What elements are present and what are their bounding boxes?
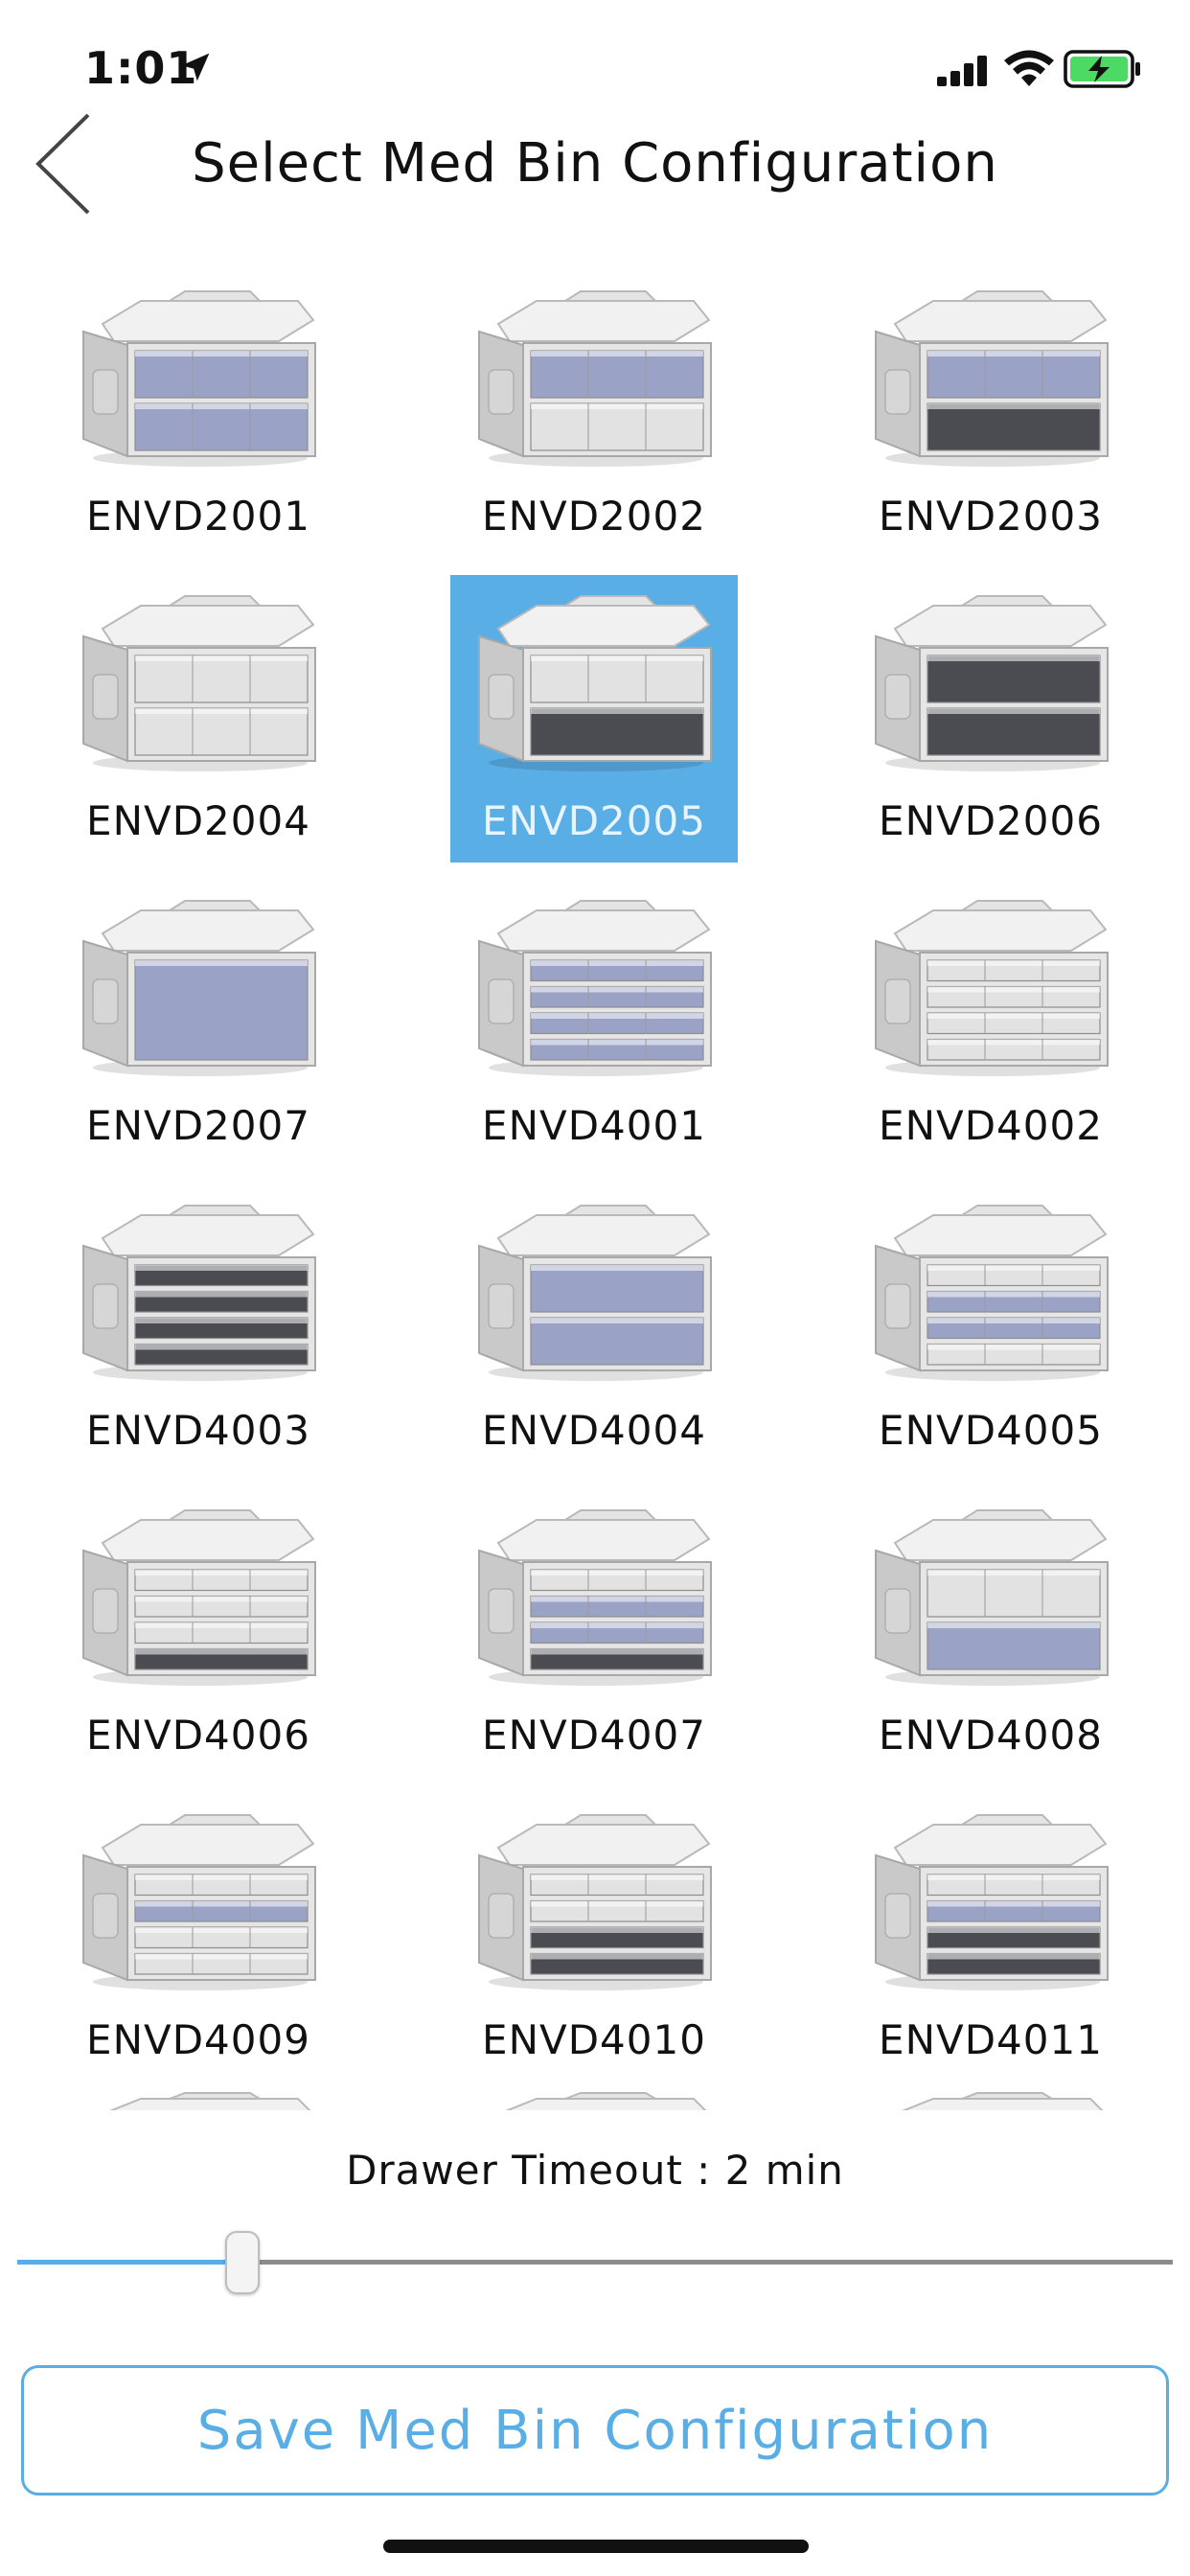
med-bin-image [875, 595, 1109, 771]
med-bin-image [82, 900, 316, 1076]
bin-option-label: ENVD2002 [482, 493, 706, 540]
bin-option-label: ENVD4007 [482, 1712, 706, 1759]
bin-option-label: ENVD4003 [86, 1407, 310, 1454]
med-bin-image [478, 290, 712, 467]
bin-option-label: ENVD4008 [879, 1712, 1103, 1759]
med-bin-image [478, 1509, 712, 1686]
med-bin-image [82, 290, 316, 467]
bin-option-envd2005[interactable]: ENVD2005 [450, 575, 738, 862]
med-bin-image [82, 1205, 316, 1381]
drawer-timeout-slider[interactable] [17, 2223, 1173, 2300]
bin-option-envd4007[interactable]: ENVD4007 [450, 1489, 738, 1777]
bin-option-envd4003[interactable]: ENVD4003 [55, 1184, 342, 1472]
bin-option-envd2003[interactable]: ENVD2003 [847, 270, 1134, 558]
bin-option-label: ENVD4002 [879, 1102, 1103, 1149]
bin-option-label: ENVD2001 [86, 493, 310, 540]
partial-next-row [0, 2091, 1190, 2110]
bin-option-envd4005[interactable]: ENVD4005 [847, 1184, 1134, 1472]
med-bin-image [82, 1509, 316, 1686]
page-title: Select Med Bin Configuration [192, 132, 998, 195]
med-bin-image-partial [902, 2092, 1104, 2110]
slider-track-filled [17, 2260, 243, 2265]
bin-option-label: ENVD4006 [86, 1712, 310, 1759]
location-arrow-icon [181, 53, 210, 81]
battery-charging-icon [1064, 50, 1140, 88]
bin-option-envd4009[interactable]: ENVD4009 [55, 1794, 342, 2082]
med-bin-image [875, 1814, 1109, 1990]
bin-option-label: ENVD2004 [86, 797, 310, 844]
home-indicator [383, 2540, 809, 2553]
bin-option-envd4006[interactable]: ENVD4006 [55, 1489, 342, 1777]
bin-option-envd4002[interactable]: ENVD4002 [847, 880, 1134, 1167]
bin-option-envd2006[interactable]: ENVD2006 [847, 575, 1134, 862]
bin-option-envd4008[interactable]: ENVD4008 [847, 1489, 1134, 1777]
med-bin-image [478, 900, 712, 1076]
status-bar: 1:01 [0, 0, 1190, 134]
bin-option-envd4011[interactable]: ENVD4011 [847, 1794, 1134, 2082]
bin-option-label: ENVD4010 [482, 2016, 706, 2063]
bin-option-label: ENVD2003 [879, 493, 1103, 540]
bin-option-label: ENVD4009 [86, 2016, 310, 2063]
bin-option-label: ENVD4004 [482, 1407, 706, 1454]
bin-option-label: ENVD4005 [879, 1407, 1103, 1454]
slider-track-remaining [242, 2260, 1173, 2265]
med-bin-image [478, 1205, 712, 1381]
bin-option-label: ENVD4011 [879, 2016, 1103, 2063]
bin-option-label: ENVD4001 [482, 1102, 706, 1149]
med-bin-image [478, 1814, 712, 1990]
back-button[interactable] [33, 111, 100, 217]
slider-thumb[interactable] [225, 2231, 261, 2294]
med-bin-image [875, 290, 1109, 467]
med-bin-image [875, 1205, 1109, 1381]
bin-option-envd2002[interactable]: ENVD2002 [450, 270, 738, 558]
drawer-timeout-label: Drawer Timeout : 2 min [346, 2147, 844, 2194]
bin-option-label: ENVD2005 [482, 797, 706, 844]
med-bin-image [875, 1509, 1109, 1686]
bin-option-envd2001[interactable]: ENVD2001 [55, 270, 342, 558]
bin-option-envd4001[interactable]: ENVD4001 [450, 880, 738, 1167]
med-bin-image-partial [505, 2092, 707, 2110]
cellular-signal-icon [937, 56, 987, 86]
save-med-bin-configuration-button[interactable]: Save Med Bin Configuration [21, 2365, 1169, 2496]
bin-option-label: ENVD2006 [879, 797, 1103, 844]
med-bin-image [478, 595, 712, 771]
status-time: 1:01 [84, 42, 198, 94]
med-bin-image-partial [109, 2092, 311, 2110]
bin-option-envd4004[interactable]: ENVD4004 [450, 1184, 738, 1472]
med-bin-image [82, 1814, 316, 1990]
bin-option-envd2007[interactable]: ENVD2007 [55, 880, 342, 1167]
bin-option-label: ENVD2007 [86, 1102, 310, 1149]
wifi-icon [1004, 50, 1054, 86]
med-bin-image [875, 900, 1109, 1076]
med-bin-image [82, 595, 316, 771]
bin-option-envd2004[interactable]: ENVD2004 [55, 575, 342, 862]
bin-option-envd4010[interactable]: ENVD4010 [450, 1794, 738, 2082]
